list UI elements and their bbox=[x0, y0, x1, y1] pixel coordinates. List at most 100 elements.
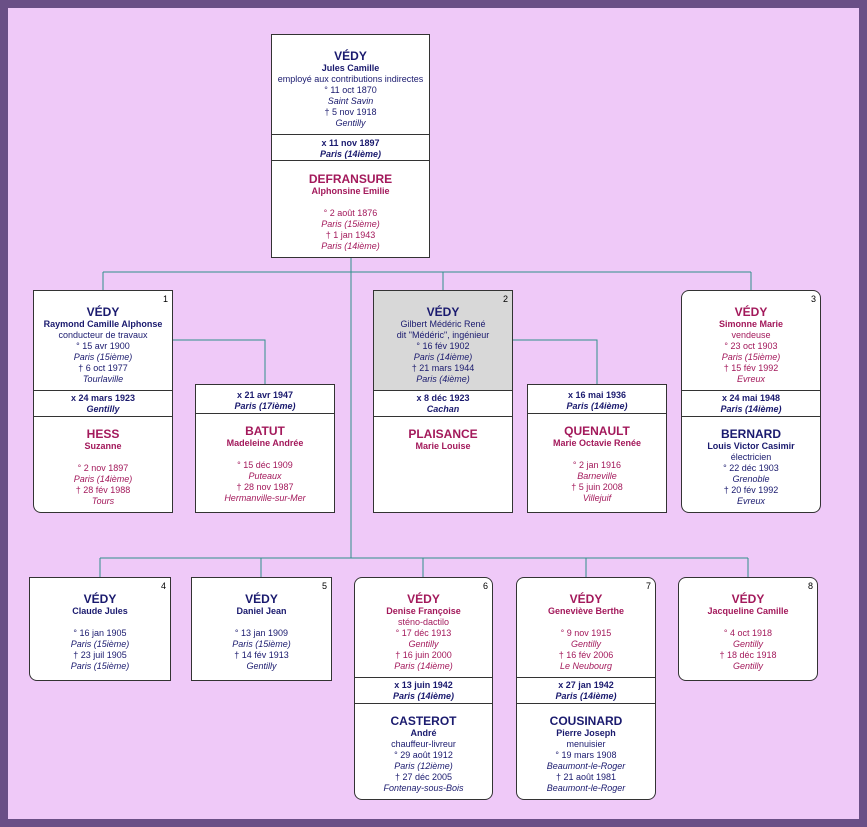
child2-marriage: x 8 déc 1923 Cachan bbox=[374, 393, 512, 415]
root-marriage-date: x 11 nov 1897 bbox=[321, 138, 380, 148]
child1-person: VÉDY Raymond Camille Alphonse conducteur… bbox=[34, 305, 172, 385]
child3-spouse-given: Louis Victor Casimir bbox=[707, 441, 795, 451]
child8-death-place: Gentilly bbox=[732, 661, 763, 671]
child6-box[interactable]: 6 VÉDY Denise Françoise sténo-dactilo ° … bbox=[354, 577, 493, 800]
child1-death: † 6 oct 1977 bbox=[78, 363, 128, 373]
child2-spouse2: QUENAULT Marie Octavie Renée ° 2 jan 191… bbox=[528, 424, 666, 504]
separator bbox=[196, 413, 334, 414]
child1-spouse-death: † 28 fév 1988 bbox=[75, 485, 131, 495]
child1-birth: ° 15 avr 1900 bbox=[76, 341, 130, 351]
child6-spouse-occupation: chauffeur-livreur bbox=[391, 739, 456, 749]
root-death-place: Gentilly bbox=[335, 118, 366, 128]
child6-surname: VÉDY bbox=[407, 592, 440, 606]
child7-person: VÉDY Geneviève Berthe ° 9 nov 1915 Genti… bbox=[517, 592, 655, 672]
child-number: 1 bbox=[162, 294, 168, 304]
child6-spouse-birth: ° 29 août 1912 bbox=[394, 750, 453, 760]
child2-marriage-date: x 8 déc 1923 bbox=[416, 393, 470, 403]
child3-spouse-birth: ° 22 déc 1903 bbox=[723, 463, 779, 473]
child3-death: † 15 fév 1992 bbox=[723, 363, 779, 373]
child5-given: Daniel Jean bbox=[236, 606, 287, 616]
child7-spouse: COUSINARD Pierre Joseph menuisier ° 19 m… bbox=[517, 714, 655, 794]
child2-alias: dit "Médéric", ingénieur bbox=[396, 330, 490, 340]
child4-birth: ° 16 jan 1905 bbox=[73, 628, 127, 638]
child1-spouse-birth: ° 2 nov 1897 bbox=[77, 463, 129, 473]
child2-marriage2-link bbox=[513, 339, 598, 384]
child6-birth-place: Gentilly bbox=[408, 639, 439, 649]
child1-spouse-surname: HESS bbox=[86, 427, 120, 441]
child6-marriage-date: x 13 juin 1942 bbox=[394, 680, 453, 690]
child7-spouse-surname: COUSINARD bbox=[549, 714, 623, 728]
child7-spouse-occupation: menuisier bbox=[566, 739, 606, 749]
child5-surname: VÉDY bbox=[245, 592, 278, 606]
child1-surname: VÉDY bbox=[86, 305, 120, 319]
child2-marriage2-date: x 16 mai 1936 bbox=[567, 390, 627, 400]
root-surname: VÉDY bbox=[334, 49, 367, 63]
child1-box[interactable]: 1 VÉDY Raymond Camille Alphonse conducte… bbox=[33, 290, 173, 513]
child2-spouse2-given: Marie Octavie Renée bbox=[552, 438, 642, 448]
separator bbox=[374, 390, 512, 391]
child3-birth-place: Paris (15ième) bbox=[721, 352, 781, 362]
child1-spouse2: BATUT Madeleine Andrée ° 15 déc 1909 Put… bbox=[196, 424, 334, 504]
child8-person: VÉDY Jacqueline Camille ° 4 oct 1918 Gen… bbox=[679, 592, 817, 672]
child2-spouse2-birth-place: Barneville bbox=[577, 471, 617, 481]
child1-birth-place: Paris (15ième) bbox=[73, 352, 133, 362]
child1-marriage: x 24 mars 1923 Gentilly bbox=[34, 393, 172, 415]
child1-spouse2-death: † 28 nov 1987 bbox=[236, 482, 294, 492]
child1-spouse-death-place: Tours bbox=[91, 496, 115, 506]
child2-spouse2-box[interactable]: x 16 mai 1936 Paris (14ième) QUENAULT Ma… bbox=[527, 384, 667, 513]
child8-death: † 18 déc 1918 bbox=[719, 650, 777, 660]
child4-given: Claude Jules bbox=[72, 606, 128, 616]
separator bbox=[528, 413, 666, 414]
root-spouse-death-place: Paris (14ième) bbox=[321, 241, 380, 251]
root-spouse-surname: DEFRANSURE bbox=[308, 172, 393, 186]
child1-spouse2-box[interactable]: x 21 avr 1947 Paris (17ième) BATUT Madel… bbox=[195, 384, 335, 513]
child3-spouse: BERNARD Louis Victor Casimir électricien… bbox=[682, 427, 820, 507]
child2-death: † 21 mars 1944 bbox=[411, 363, 475, 373]
separator bbox=[272, 160, 429, 161]
child8-box[interactable]: 8 VÉDY Jacqueline Camille ° 4 oct 1918 G… bbox=[678, 577, 818, 681]
child3-marriage-date: x 24 mai 1948 bbox=[721, 393, 781, 403]
child6-birth: ° 17 déc 1913 bbox=[395, 628, 452, 638]
child3-occupation: vendeuse bbox=[731, 330, 771, 340]
child1-occupation: conducteur de travaux bbox=[58, 330, 148, 340]
child7-box[interactable]: 7 VÉDY Geneviève Berthe ° 9 nov 1915 Gen… bbox=[516, 577, 656, 800]
child1-spouse2-birth: ° 15 déc 1909 bbox=[237, 460, 293, 470]
child7-birth-place: Gentilly bbox=[570, 639, 601, 649]
child6-spouse-death-place: Fontenay-sous-Bois bbox=[383, 783, 464, 793]
child6-spouse-birth-place: Paris (12ième) bbox=[394, 761, 453, 771]
child7-given: Geneviève Berthe bbox=[547, 606, 625, 616]
child2-person: VÉDY Gilbert Médéric René dit "Médéric",… bbox=[374, 305, 512, 385]
child2-birth-place: Paris (14ième) bbox=[413, 352, 473, 362]
child3-death-place: Evreux bbox=[736, 374, 765, 384]
child2-given: Gilbert Médéric René bbox=[400, 319, 486, 329]
child7-surname: VÉDY bbox=[569, 592, 603, 606]
root-spouse-given: Alphonsine Emilie bbox=[311, 186, 390, 196]
child3-box[interactable]: 3 VÉDY Simonne Marie vendeuse ° 23 oct 1… bbox=[681, 290, 821, 513]
child3-surname: VÉDY bbox=[734, 305, 768, 319]
child-number: 2 bbox=[502, 294, 508, 304]
child4-box[interactable]: 4 VÉDY Claude Jules ° 16 jan 1905 Paris … bbox=[29, 577, 171, 681]
child2-spouse: PLAISANCE Marie Louise bbox=[374, 427, 512, 452]
root-birth: ° 11 oct 1870 bbox=[324, 85, 377, 95]
child2-death-place: Paris (4ième) bbox=[416, 374, 470, 384]
child5-box[interactable]: 5 VÉDY Daniel Jean ° 13 jan 1909 Paris (… bbox=[191, 577, 332, 681]
root-spouse-birth-place: Paris (15ième) bbox=[321, 219, 380, 229]
child-number: 3 bbox=[810, 294, 816, 304]
child2-spouse2-birth: ° 2 jan 1916 bbox=[572, 460, 622, 470]
highlight-background bbox=[374, 291, 512, 390]
child3-spouse-death: † 20 fév 1992 bbox=[723, 485, 779, 495]
separator bbox=[34, 390, 172, 391]
root-couple-box[interactable]: VÉDY Jules Camille employé aux contribut… bbox=[271, 34, 430, 258]
child5-birth: ° 13 jan 1909 bbox=[234, 628, 289, 638]
child5-death: † 14 fév 1913 bbox=[234, 650, 289, 660]
root-spouse-birth: ° 2 août 1876 bbox=[323, 208, 378, 218]
separator bbox=[517, 703, 655, 704]
child3-marriage: x 24 mai 1948 Paris (14ième) bbox=[682, 393, 820, 415]
child-number: 8 bbox=[807, 581, 813, 591]
child2-spouse-given: Marie Louise bbox=[415, 441, 471, 451]
child7-spouse-death-place: Beaumont-le-Roger bbox=[546, 783, 626, 793]
child1-spouse2-birth-place: Puteaux bbox=[248, 471, 282, 481]
child8-birth-place: Gentilly bbox=[732, 639, 763, 649]
child2-box[interactable]: 2 VÉDY Gilbert Médéric René dit "Médéric… bbox=[373, 290, 513, 513]
